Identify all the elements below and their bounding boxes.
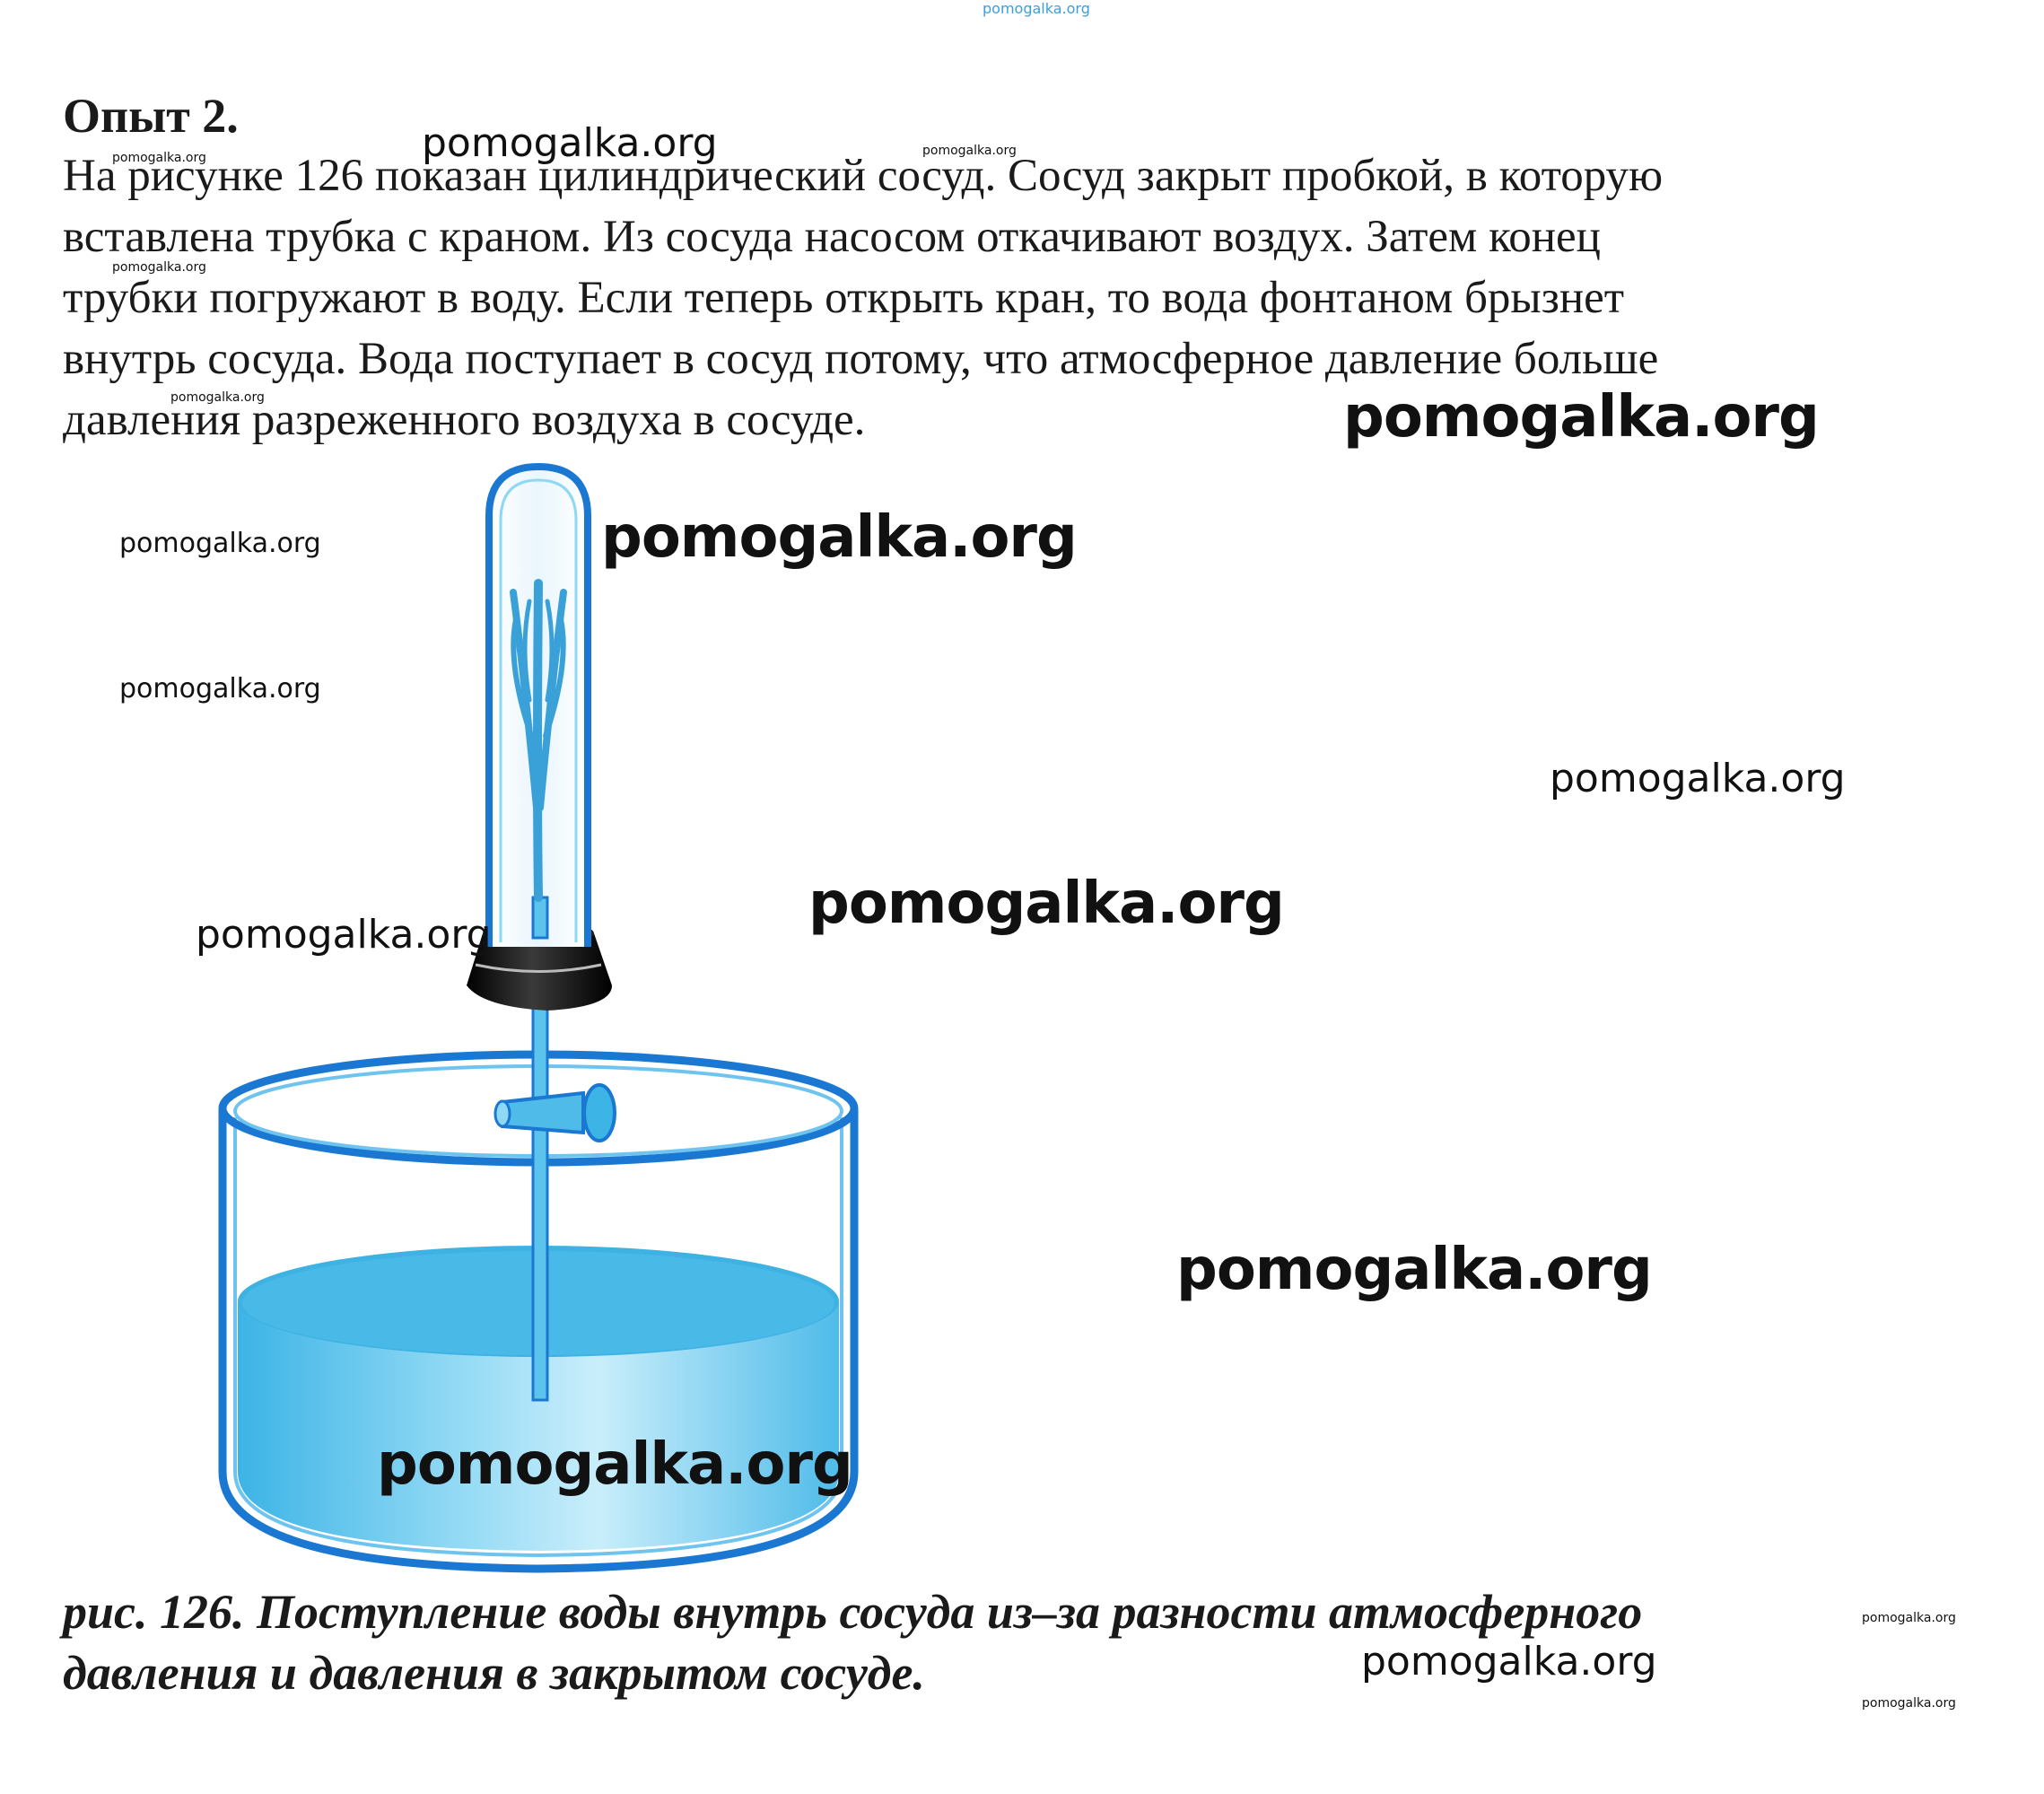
watermark: pomogalka.org	[1343, 384, 1820, 451]
paragraph-line: давления разреженного воздуха в сосуде.	[63, 395, 866, 445]
watermark: pomogalka.org	[119, 673, 321, 704]
figure-caption: рис. 126. Поступление воды внутрь сосуда…	[63, 1581, 1642, 1703]
watermark: pomogalka.org	[808, 871, 1285, 937]
caption-line: давления и давления в закрытом сосуде.	[63, 1646, 925, 1700]
caption-line: рис. 126. Поступление воды внутрь сосуда…	[63, 1585, 1643, 1639]
paragraph-line: внутрь сосуда. Вода поступает в сосуд по…	[63, 334, 1659, 384]
inlet-tube	[531, 990, 549, 1402]
watermark: pomogalka.org	[1361, 1639, 1657, 1685]
watermark: pomogalka.org	[601, 504, 1078, 571]
watermark: pomogalka.org	[170, 390, 265, 405]
watermark: pomogalka.org	[196, 912, 492, 958]
valve-tap	[494, 1083, 616, 1142]
experiment-heading: Опыт 2.	[63, 89, 239, 143]
watermark: pomogalka.org	[119, 528, 321, 559]
paragraph-line: вставлена трубка с краном. Из сосуда нас…	[63, 212, 1601, 262]
watermark: pomogalka.org	[377, 1431, 853, 1498]
watermark: pomogalka.org	[1550, 756, 1846, 801]
watermark: pomogalka.org	[112, 260, 206, 275]
watermark: pomogalka.org	[422, 120, 718, 166]
watermark: pomogalka.org	[1862, 1611, 1956, 1625]
watermark: pomogalka.org	[922, 144, 1017, 158]
top-watermark: pomogalka.org	[983, 0, 1090, 17]
paragraph-line: На рисунке 126 показан цилиндрический со…	[63, 151, 1664, 201]
water-fountain	[510, 579, 567, 902]
experiment-description: На рисунке 126 показан цилиндрический со…	[63, 145, 2019, 451]
watermark: pomogalka.org	[1862, 1696, 1956, 1711]
watermark: pomogalka.org	[1176, 1237, 1653, 1303]
watermark: pomogalka.org	[112, 151, 206, 165]
paragraph-line: трубки погружают в воду. Если теперь отк…	[63, 273, 1625, 323]
